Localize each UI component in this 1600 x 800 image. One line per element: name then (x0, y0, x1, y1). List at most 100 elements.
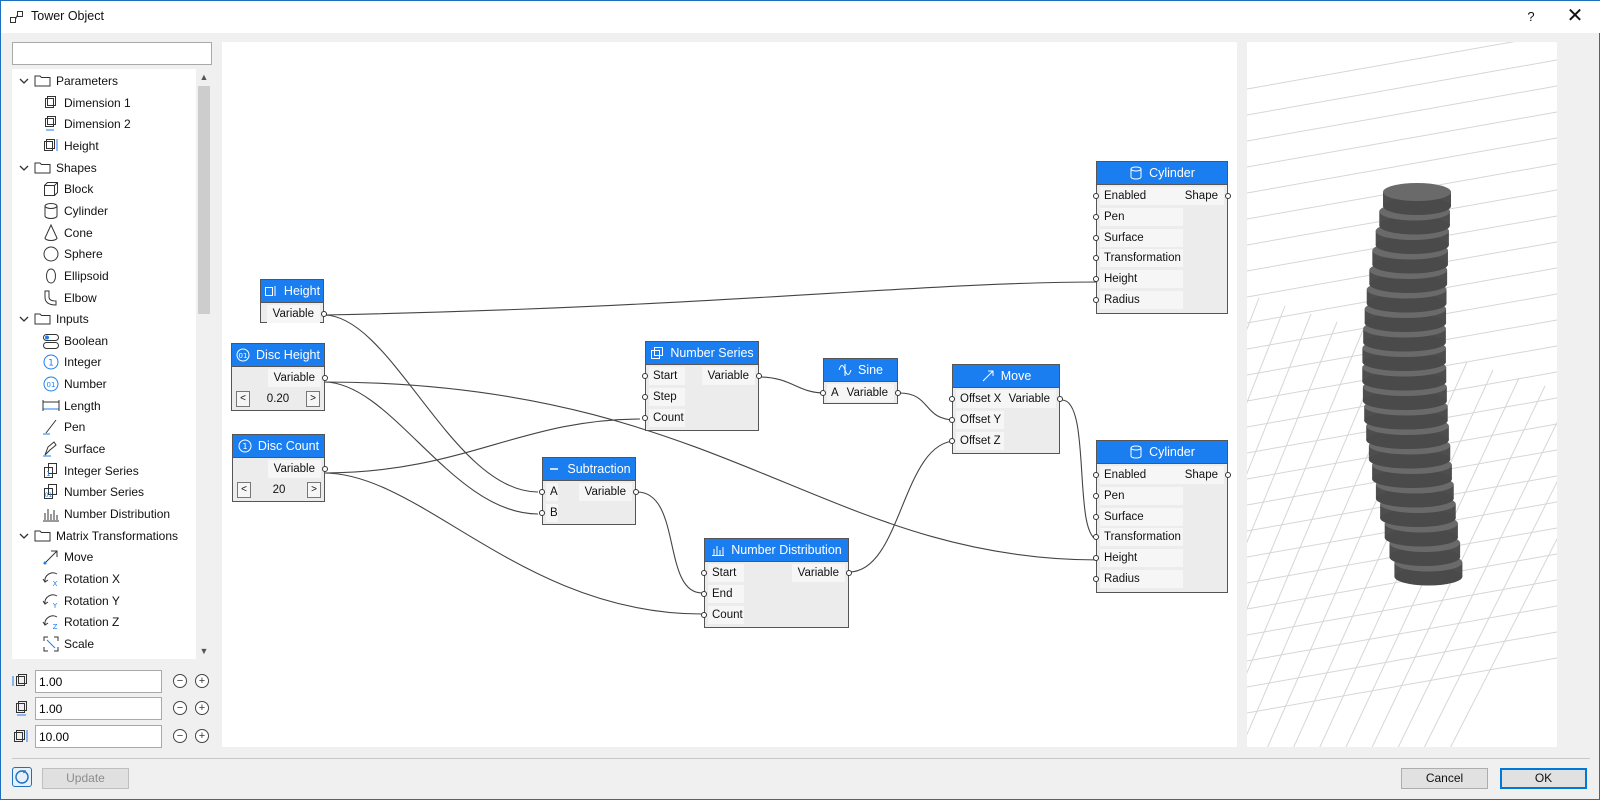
output-socket[interactable] (321, 311, 327, 317)
input-socket[interactable] (1093, 297, 1099, 303)
node-number-distribution-input-count[interactable]: Count (701, 606, 744, 624)
chevron-down-icon[interactable] (18, 75, 30, 87)
node-disc-height-header[interactable]: 01 Disc Height (232, 344, 324, 367)
node-sine-output[interactable]: Variable (840, 384, 901, 402)
input-socket[interactable] (1093, 555, 1099, 561)
node-move-output[interactable]: Variable (1002, 390, 1063, 408)
input-socket[interactable] (642, 373, 648, 379)
increase-dimension-1-button[interactable]: + (195, 674, 209, 688)
auto-refresh-toggle[interactable] (12, 767, 32, 787)
node-cylinder-top-output[interactable]: Shape (1178, 187, 1231, 205)
node-number-series-input-count[interactable]: Count (642, 409, 685, 427)
tree-item-scale[interactable]: Scale (12, 633, 94, 655)
input-socket[interactable] (949, 417, 955, 423)
disc-height-value[interactable]: 0.20 (266, 393, 290, 405)
output-socket[interactable] (1057, 396, 1063, 402)
node-cylinder-bottom-input-height[interactable]: Height (1093, 549, 1183, 567)
tree-item-block[interactable]: Block (12, 178, 93, 200)
chevron-down-icon[interactable] (18, 530, 30, 542)
node-sine-header[interactable]: Sine (824, 359, 897, 382)
tree-group-inputs[interactable]: Inputs (12, 308, 89, 330)
increment-button[interactable]: > (306, 391, 320, 407)
node-move[interactable]: Move Offset X Offset Y Offset Z Variable (949, 364, 1063, 454)
node-subtraction-input-a[interactable]: A (539, 483, 558, 501)
input-socket[interactable] (642, 394, 648, 400)
input-socket[interactable] (1093, 235, 1099, 241)
node-height-output[interactable]: Variable (266, 305, 327, 323)
tree-group-parameters[interactable]: Parameters (12, 70, 118, 92)
input-socket[interactable] (1093, 472, 1099, 478)
tree-item-surface[interactable]: Surface (12, 438, 105, 460)
node-number-distribution-output[interactable]: Variable (791, 564, 852, 582)
node-disc-count-output[interactable]: Variable (267, 460, 328, 478)
node-cylinder-bottom-input-surface[interactable]: Surface (1093, 508, 1183, 526)
tree-item-boolean[interactable]: Boolean (12, 330, 108, 352)
node-cylinder-bottom-input-pen[interactable]: Pen (1093, 487, 1183, 505)
node-cylinder-top-input-transformation[interactable]: Transformation (1093, 249, 1183, 267)
node-subtraction-header[interactable]: Subtraction (543, 458, 635, 481)
tree-item-cylinder[interactable]: Cylinder (12, 200, 108, 222)
chevron-down-icon[interactable] (18, 162, 30, 174)
tree-group-matrix-transformations[interactable]: Matrix Transformations (12, 525, 178, 547)
decrement-button[interactable]: < (236, 391, 250, 407)
input-socket[interactable] (949, 396, 955, 402)
node-number-distribution-input-end[interactable]: End (701, 585, 744, 603)
node-height[interactable]: Height Variable (260, 279, 327, 323)
node-number-series-header[interactable]: Number Series (646, 342, 758, 365)
input-socket[interactable] (1093, 576, 1099, 582)
node-cylinder-bottom-output[interactable]: Shape (1178, 466, 1231, 484)
input-socket[interactable] (1093, 214, 1099, 220)
output-socket[interactable] (756, 373, 762, 379)
node-cylinder-top[interactable]: Cylinder Enabled Pen Surface Transformat… (1093, 161, 1231, 314)
output-socket[interactable] (1225, 193, 1231, 199)
scroll-thumb[interactable] (198, 86, 210, 314)
tree-item-dimension-1[interactable]: Dimension 1 (12, 92, 131, 114)
increase-dimension-2-button[interactable]: + (195, 701, 209, 715)
node-cylinder-top-input-enabled[interactable]: Enabled (1093, 187, 1183, 205)
input-socket[interactable] (1093, 276, 1099, 282)
dimension-1-field[interactable] (35, 670, 162, 693)
input-socket[interactable] (1093, 255, 1099, 261)
node-cylinder-bottom-header[interactable]: Cylinder (1097, 441, 1227, 464)
node-cylinder-bottom-input-transformation[interactable]: Transformation (1093, 528, 1183, 546)
height-field[interactable] (35, 725, 162, 748)
node-height-header[interactable]: Height (261, 280, 323, 303)
node-number-distribution[interactable]: Number Distribution Start End Count Vari… (701, 538, 852, 628)
node-subtraction-output[interactable]: Variable (578, 483, 639, 501)
tree-item-pen[interactable]: Pen (12, 416, 85, 438)
node-move-input-offset-z[interactable]: Offset Z (949, 432, 1004, 450)
input-socket[interactable] (701, 570, 707, 576)
node-number-series-input-start[interactable]: Start (642, 367, 685, 385)
dimension-2-field[interactable] (35, 697, 162, 720)
cancel-button[interactable]: Cancel (1401, 768, 1488, 789)
input-socket[interactable] (949, 438, 955, 444)
input-socket[interactable] (642, 415, 648, 421)
decrease-dimension-1-button[interactable]: − (173, 674, 187, 688)
disc-height-stepper[interactable]: < 0.20 > (236, 390, 320, 408)
node-move-header[interactable]: Move (953, 365, 1059, 388)
tree-item-sphere[interactable]: Sphere (12, 243, 103, 265)
output-socket[interactable] (1225, 472, 1231, 478)
node-move-input-offset-y[interactable]: Offset Y (949, 411, 1004, 429)
node-disc-count-header[interactable]: 1 Disc Count (233, 435, 324, 458)
input-socket[interactable] (1093, 514, 1099, 520)
node-cylinder-top-input-pen[interactable]: Pen (1093, 208, 1183, 226)
close-button[interactable]: ✕ (1566, 5, 1584, 27)
node-subtraction-input-b[interactable]: B (539, 504, 558, 522)
node-cylinder-top-input-height[interactable]: Height (1093, 270, 1183, 288)
search-input[interactable] (12, 42, 212, 65)
disc-count-value[interactable]: 20 (272, 484, 286, 496)
tree-item-cone[interactable]: Cone (12, 222, 93, 244)
decrement-button[interactable]: < (237, 482, 251, 498)
disc-count-stepper[interactable]: < 20 > (237, 481, 321, 499)
node-cylinder-top-input-surface[interactable]: Surface (1093, 229, 1183, 247)
input-socket[interactable] (1093, 193, 1099, 199)
node-number-distribution-input-start[interactable]: Start (701, 564, 744, 582)
tree-group-shapes[interactable]: Shapes (12, 157, 97, 179)
scroll-up-icon[interactable]: ▲ (199, 72, 209, 82)
chevron-down-icon[interactable] (18, 313, 30, 325)
